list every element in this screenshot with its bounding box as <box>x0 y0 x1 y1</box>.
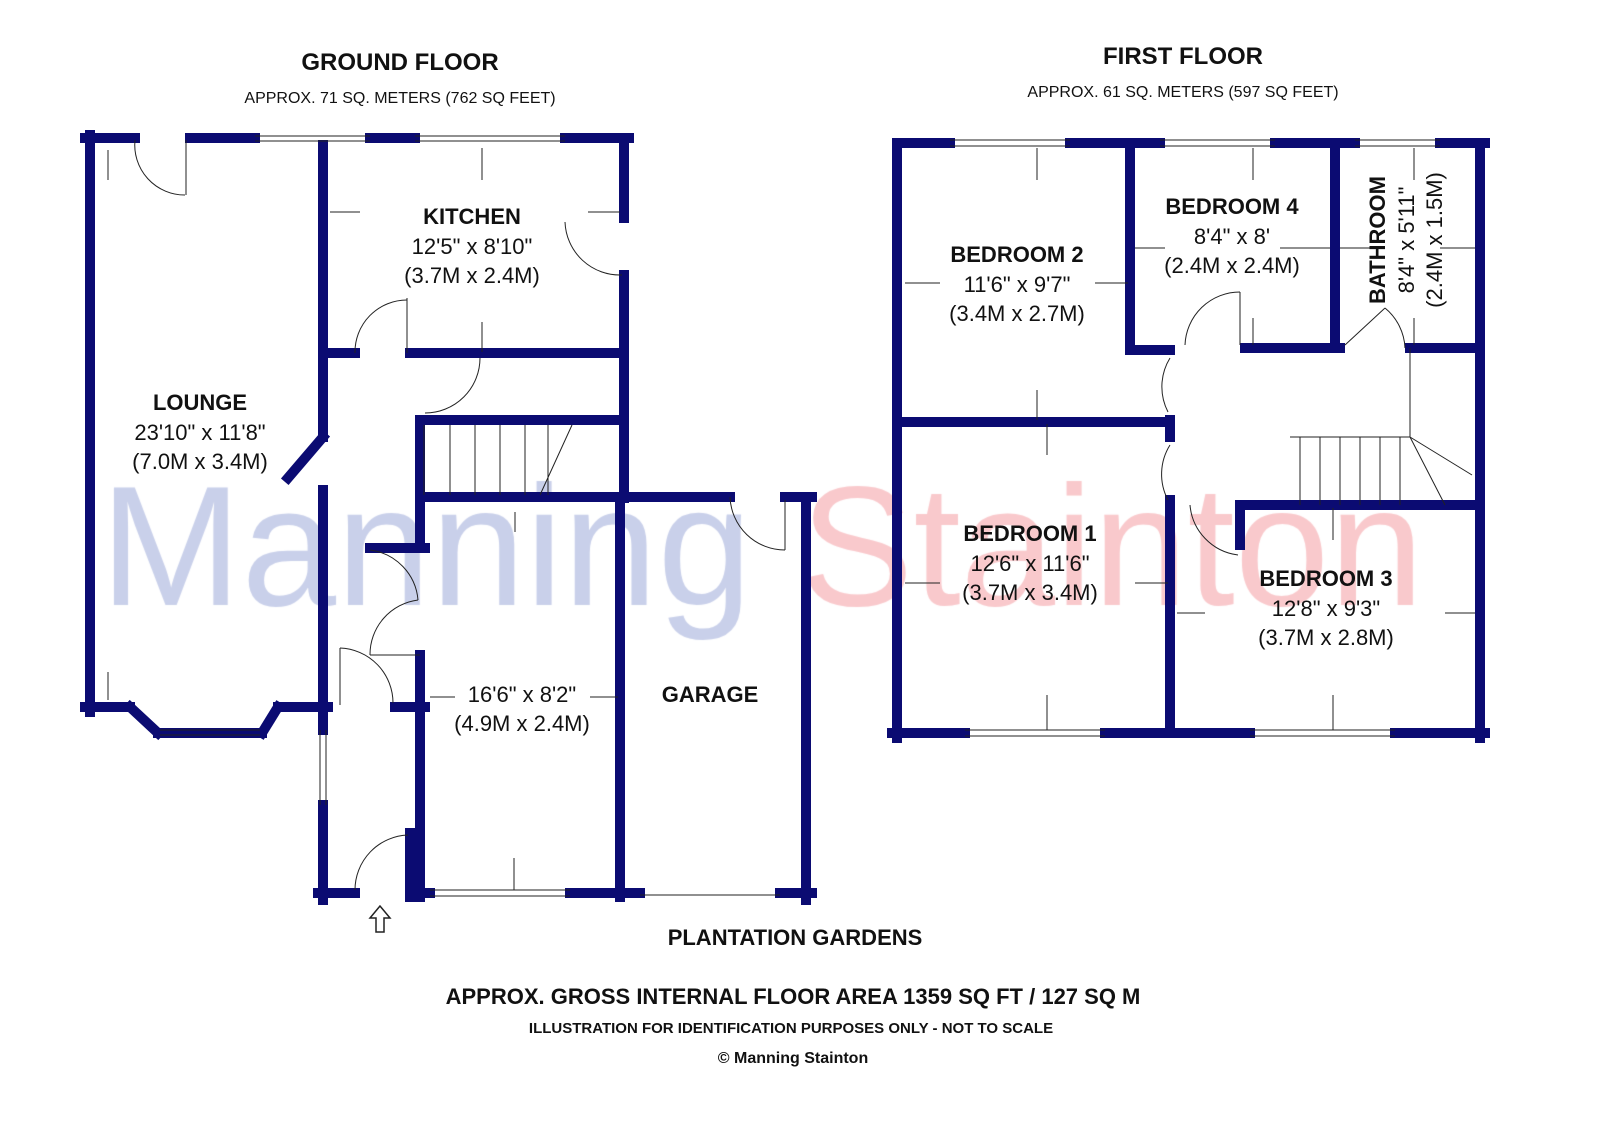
wall <box>280 429 331 486</box>
plan-detail <box>1184 291 1241 346</box>
gross-area: APPROX. GROSS INTERNAL FLOOR AREA 1359 S… <box>446 984 1141 1009</box>
dining-imperial: 16'6" x 8'2" <box>468 682 576 707</box>
plan-detail <box>255 135 370 142</box>
walls <box>80 130 1490 905</box>
address: PLANTATION GARDENS <box>668 925 923 950</box>
plan-detail <box>415 135 565 142</box>
bathroom-imperial: 8'4" x 5'11" <box>1394 187 1419 294</box>
disclaimer: ILLUSTRATION FOR IDENTIFICATION PURPOSES… <box>529 1020 1053 1037</box>
plan-detail <box>1290 348 1473 506</box>
bedroom3-imperial: 12'8" x 9'3" <box>1272 596 1380 621</box>
bathroom-metric: (2.4M x 1.5M) <box>1422 172 1447 308</box>
plan-detail <box>1344 307 1386 346</box>
bathroom-label: BATHROOM <box>1365 176 1390 304</box>
bedroom3-label: BEDROOM 3 <box>1259 566 1392 591</box>
plan-detail <box>354 834 409 891</box>
ground-floor-area: APPROX. 71 SQ. METERS (762 SQ FEET) <box>244 90 555 107</box>
lounge-metric: (7.0M x 3.4M) <box>132 449 268 474</box>
plan-detail <box>1161 357 1171 413</box>
first-floor-title: FIRST FLOOR <box>1103 43 1263 70</box>
plan-detail <box>729 496 786 551</box>
first-floor-area: APPROX. 61 SQ. METERS (597 SQ FEET) <box>1027 84 1338 101</box>
plan-detail <box>1161 444 1171 501</box>
bedroom2-metric: (3.4M x 2.7M) <box>949 301 1085 326</box>
bedroom1-imperial: 12'6" x 11'6" <box>970 551 1089 576</box>
plan-detail <box>423 424 573 496</box>
dining-metric: (4.9M x 2.4M) <box>454 711 590 736</box>
plan-detail <box>1189 504 1239 556</box>
plan-detail <box>905 508 1475 730</box>
bedroom2-imperial: 11'6" x 9'7" <box>964 272 1071 297</box>
plan-detail <box>339 647 394 704</box>
bedroom4-label: BEDROOM 4 <box>1165 194 1299 219</box>
bedroom4-imperial: 8'4" x 8' <box>1194 224 1270 249</box>
kitchen-imperial: 12'5" x 8'10" <box>412 234 533 259</box>
plan-detail <box>424 357 481 414</box>
plan-detail <box>1355 139 1440 147</box>
lounge-label: LOUNGE <box>153 390 247 415</box>
bedroom1-metric: (3.7M x 3.4M) <box>962 580 1098 605</box>
plan-detail <box>1384 307 1406 349</box>
plan-detail <box>1299 437 1401 505</box>
kitchen-label: KITCHEN <box>423 204 521 229</box>
copyright: © Manning Stainton <box>718 1050 868 1067</box>
plan-detail <box>354 299 408 354</box>
plan-detail <box>369 549 419 601</box>
plan-detail <box>905 247 1475 284</box>
bedroom4-metric: (2.4M x 2.4M) <box>1164 253 1300 278</box>
plan-detail <box>319 730 327 805</box>
ground-floor-title: GROUND FLOOR <box>301 49 498 76</box>
plan-detail <box>160 729 260 736</box>
plan-detail <box>564 221 623 276</box>
plan-detail <box>965 729 1105 737</box>
plan-detail <box>1160 139 1275 147</box>
plan-detail <box>950 139 1070 147</box>
plan-detail <box>107 148 620 890</box>
plan-detail <box>430 889 570 897</box>
doors-and-windows <box>107 135 1475 897</box>
bedroom1-label: BEDROOM 1 <box>963 521 1096 546</box>
plan-detail <box>369 599 419 656</box>
garage-label: GARAGE <box>662 682 759 707</box>
plan-detail <box>1250 729 1395 737</box>
plan-detail <box>1036 148 1415 455</box>
plan-detail <box>134 139 186 196</box>
lounge-imperial: 23'10" x 11'8" <box>134 420 265 445</box>
bedroom3-metric: (3.7M x 2.8M) <box>1258 625 1394 650</box>
entrance-arrow-icon <box>368 904 392 933</box>
kitchen-metric: (3.7M x 2.4M) <box>404 263 540 288</box>
bedroom2-label: BEDROOM 2 <box>950 242 1083 267</box>
